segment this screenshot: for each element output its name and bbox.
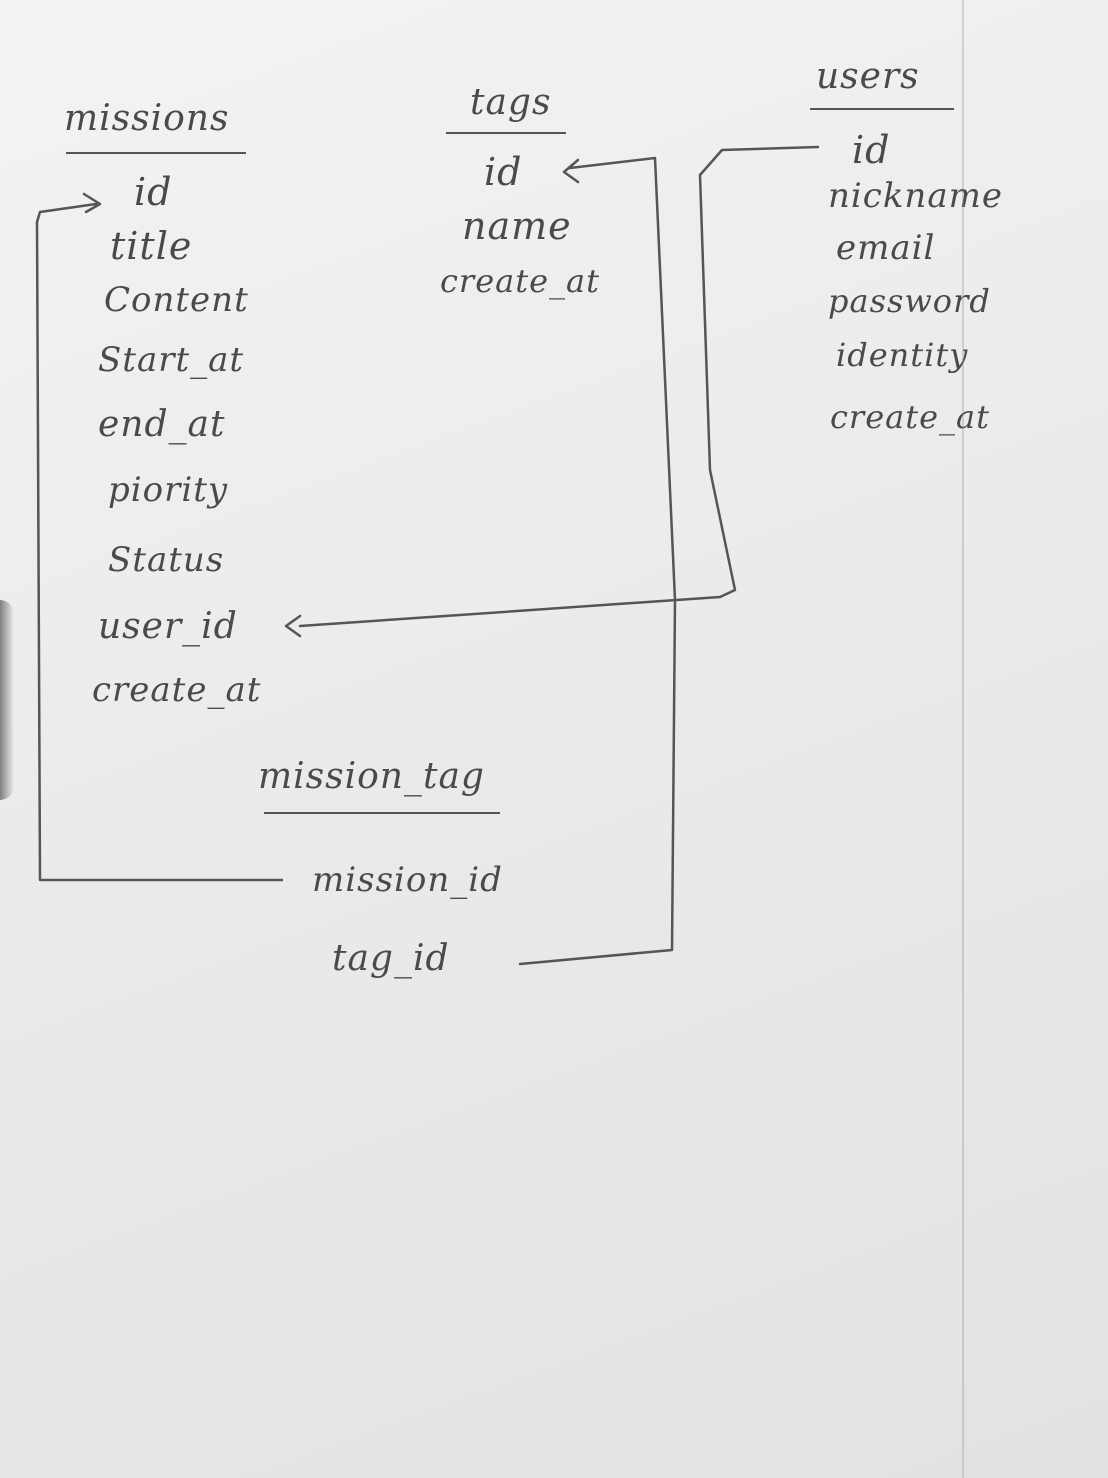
users-field-create-at: create_at bbox=[830, 398, 990, 436]
missions-field-status: Status bbox=[108, 540, 225, 580]
users-field-password: password bbox=[828, 282, 991, 320]
tags-field-name: name bbox=[462, 204, 572, 248]
mission-tag-title-underline bbox=[264, 812, 500, 814]
missions-title-underline bbox=[66, 152, 246, 154]
user-id-arrowhead bbox=[284, 614, 302, 638]
missions-field-content: Content bbox=[104, 280, 249, 320]
users-field-email: email bbox=[836, 228, 936, 268]
tags-field-create-at: create_at bbox=[440, 262, 600, 300]
tags-field-id: id bbox=[484, 150, 523, 194]
missions-field-priority: piority bbox=[108, 470, 229, 510]
users-title-underline bbox=[810, 108, 954, 110]
users-field-identity: identity bbox=[836, 336, 969, 374]
mission-tag-table-title: mission_tag bbox=[258, 756, 485, 797]
user-id-relation-line bbox=[298, 145, 820, 628]
missions-field-start-at: Start_at bbox=[98, 340, 245, 380]
tags-table-title: tags bbox=[470, 82, 552, 123]
users-field-id: id bbox=[852, 128, 891, 172]
mission-tag-field-tag-id: tag_id bbox=[332, 938, 450, 979]
missions-field-id: id bbox=[134, 170, 173, 214]
mission-id-arrowhead bbox=[82, 192, 102, 214]
missions-field-create-at: create_at bbox=[92, 670, 262, 710]
shadow bbox=[0, 600, 14, 800]
missions-field-user-id: user_id bbox=[98, 606, 238, 647]
users-field-nickname: nickname bbox=[828, 176, 1003, 216]
mission-tag-field-mission-id: mission_id bbox=[312, 860, 503, 900]
tag-id-arrowhead bbox=[562, 158, 580, 184]
missions-field-title: title bbox=[110, 224, 193, 268]
missions-table-title: missions bbox=[64, 98, 230, 139]
missions-field-end-at: end_at bbox=[98, 404, 226, 445]
mission-id-relation-line bbox=[35, 202, 284, 882]
tags-title-underline bbox=[446, 132, 566, 134]
users-table-title: users bbox=[816, 56, 920, 97]
